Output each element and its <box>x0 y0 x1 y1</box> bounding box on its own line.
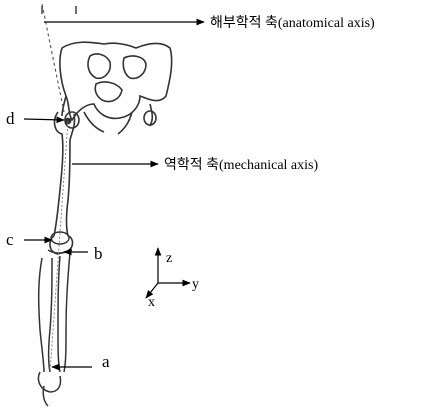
mechanical-axis-label: 역학적 축(mechanical axis) <box>164 157 318 173</box>
y-axis-label: y <box>192 277 199 292</box>
point-d-label: d <box>6 109 15 128</box>
point-d-arrow <box>24 119 64 120</box>
coordinate-system: z y x <box>146 248 199 310</box>
point-c-label: c <box>6 230 14 249</box>
point-b-label: b <box>94 244 103 263</box>
z-axis-label: z <box>166 251 172 266</box>
anatomical-axis-label: 해부학적 축(anatomical axis) <box>210 15 375 31</box>
point-a-label: a <box>102 352 110 371</box>
lower-leg-illustration <box>38 252 70 406</box>
x-axis-label: x <box>148 295 155 310</box>
axis-bracket <box>42 6 76 14</box>
pelvis-illustration <box>60 42 172 134</box>
